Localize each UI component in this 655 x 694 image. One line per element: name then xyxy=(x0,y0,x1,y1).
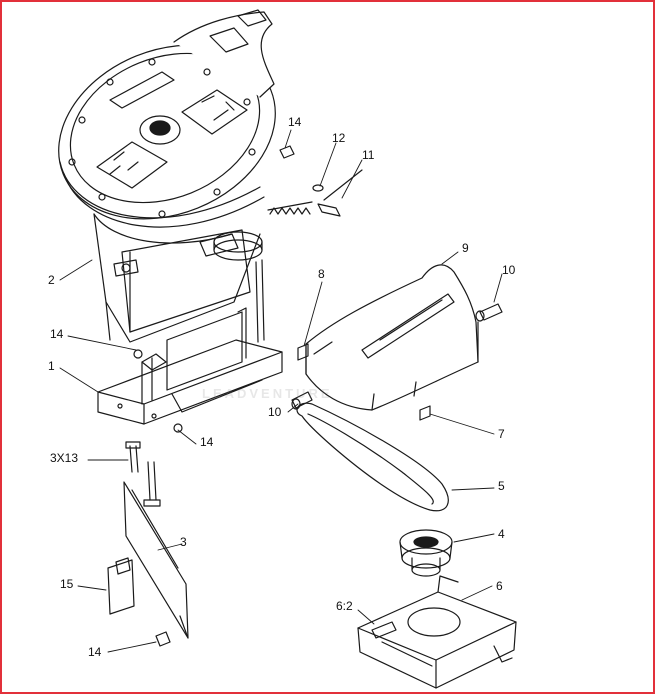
callout-2: 2 xyxy=(48,273,55,287)
callout-11: 11 xyxy=(362,148,375,162)
plate-15 xyxy=(107,557,135,615)
callout-14-left: 14 xyxy=(50,327,64,341)
blower-housing xyxy=(58,9,313,343)
clip-8 xyxy=(297,343,309,361)
callout-3: 3 xyxy=(180,535,187,549)
nut-14-bottom xyxy=(155,631,171,647)
side-panel xyxy=(123,481,189,639)
callout-3x13: 3X13 xyxy=(50,451,79,465)
callout-7: 7 xyxy=(498,427,505,441)
base-bracket xyxy=(357,575,517,689)
nut-14-top xyxy=(279,145,295,159)
callout-1: 1 xyxy=(48,359,55,373)
callout-6: 6 xyxy=(496,579,503,593)
callout-5: 5 xyxy=(498,479,505,493)
mounting-bracket xyxy=(97,307,283,433)
callout-9: 9 xyxy=(462,241,469,255)
bolt-10-lower xyxy=(291,391,313,410)
callout-14-mid: 14 xyxy=(200,435,214,449)
callout-4: 4 xyxy=(498,527,505,541)
callout-10-lower: 10 xyxy=(268,405,282,419)
watermark-text: LEADVENTURE xyxy=(202,386,333,401)
clip-7 xyxy=(419,405,431,421)
callout-14-top: 14 xyxy=(288,115,302,129)
bolt-10-upper xyxy=(475,303,503,322)
pulley xyxy=(399,529,453,577)
leader-lines xyxy=(59,129,503,653)
callout-12: 12 xyxy=(332,131,346,145)
callout-10-upper: 10 xyxy=(502,263,516,277)
callout-14-bottom: 14 xyxy=(88,645,102,659)
washer-12 xyxy=(312,184,324,192)
screws-13 xyxy=(125,441,161,507)
belt-cover xyxy=(305,264,479,411)
drive-belt xyxy=(296,402,449,512)
bolt-11 xyxy=(317,169,363,217)
callout-15: 15 xyxy=(60,577,74,591)
callout-8: 8 xyxy=(318,267,325,281)
callout-6-2: 6:2 xyxy=(336,599,353,613)
